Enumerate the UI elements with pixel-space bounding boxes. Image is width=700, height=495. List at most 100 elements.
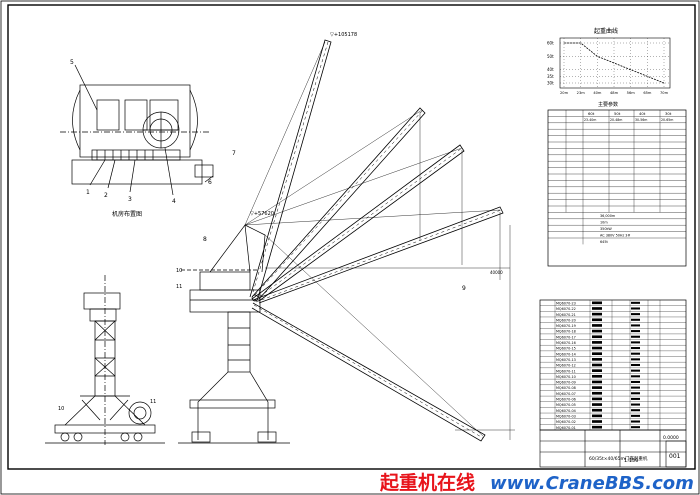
parts-code: MQ6070-19 (556, 324, 576, 328)
parts-material-glyph (631, 403, 640, 406)
parts-name-glyph (592, 346, 602, 350)
parts-code: MQ6070-10 (556, 375, 576, 379)
parts-material-glyph (631, 352, 640, 355)
plan-callout-1: 1 (86, 189, 90, 196)
tower-callout-a: 10 (58, 406, 64, 412)
inner-border (7, 4, 696, 470)
load-chart-y-tick: 40t (547, 67, 554, 72)
parts-material-glyph (631, 369, 640, 372)
parts-code: MQ6070-06 (556, 398, 576, 402)
boom-1 (249, 39, 332, 299)
parts-code: MQ6070-20 (556, 318, 576, 322)
spec-extra-value: 10m (600, 221, 608, 225)
parts-code: MQ6070-02 (556, 420, 576, 424)
parts-code: MQ6070-13 (556, 358, 576, 362)
machine-room-plan (60, 64, 214, 196)
parts-material-glyph (631, 358, 640, 361)
spec-extra-value: 350kW (600, 227, 612, 231)
parts-code: MQ6070-01 (556, 426, 576, 430)
load-chart-x-tick: 23m (577, 91, 586, 95)
parts-material-glyph (631, 375, 640, 378)
spec-cell: 20-48m (610, 118, 622, 122)
parts-material-glyph (631, 301, 640, 304)
portal-label-10: 10 (176, 268, 182, 274)
parts-name-glyph (592, 318, 602, 322)
parts-name-glyph (592, 324, 602, 327)
load-chart-x-tick: 56m (627, 91, 636, 95)
portal-label-11: 11 (176, 284, 182, 290)
parts-name-glyph (592, 307, 602, 310)
spec-cell: 20-65m (661, 118, 673, 122)
parts-code: MQ6070-08 (556, 386, 576, 390)
plan-callout-6: 6 (208, 179, 212, 186)
watermark-url: www.CraneBBS.com (490, 473, 694, 494)
spec-extra-value: 645t (600, 240, 608, 244)
boom-label-a: 9 (462, 285, 466, 292)
parts-name-glyph (592, 397, 602, 401)
parts-material-glyph (631, 363, 640, 367)
parts-code: MQ6070-23 (556, 301, 576, 305)
parts-name-glyph (592, 408, 602, 412)
parts-code: MQ6070-12 (556, 364, 576, 368)
parts-name-glyph (592, 414, 602, 418)
spec-col-header: 60t (588, 111, 595, 116)
boom-positions (244, 39, 515, 442)
sheet-number: 001 (669, 453, 681, 460)
parts-material-glyph (631, 347, 640, 350)
plan-callout-4: 4 (172, 198, 176, 205)
radius-mark: 40000 (490, 270, 503, 275)
parts-name-glyph (592, 312, 602, 316)
load-chart-y-tick: 60t (547, 41, 554, 46)
spec-col-header: 40t (639, 111, 646, 116)
plan-caption: 机房布置图 (112, 210, 142, 218)
parts-name-glyph (592, 425, 602, 429)
watermark-cn: 起重机在线 (379, 471, 475, 494)
parts-code: MQ6070-22 (556, 307, 576, 311)
load-chart-x-tick: 65m (643, 91, 652, 95)
boom-4 (252, 206, 504, 304)
load-chart-y-tick: 50t (547, 54, 554, 59)
parts-material-glyph (631, 318, 640, 321)
boom-2 (251, 107, 426, 300)
parts-material-glyph (631, 409, 640, 412)
spec-col-header: 30t (665, 111, 672, 116)
plan-callout-5: 5 (70, 59, 74, 66)
parts-material-glyph (631, 414, 640, 417)
boom-5 (251, 302, 486, 442)
drawing-title: 60/35t×40/65m门座起重机 (589, 455, 648, 462)
parts-code: MQ6070-15 (556, 347, 576, 351)
title-block (539, 429, 687, 468)
spec-col-header: 50t (614, 111, 621, 116)
parts-name-glyph (592, 352, 602, 356)
load-chart-title: 起重曲线 (594, 27, 618, 35)
parts-name-glyph (592, 301, 602, 305)
parts-material-glyph (631, 386, 640, 389)
parts-code: MQ6070-16 (556, 341, 576, 345)
parts-code: MQ6070-11 (556, 369, 576, 373)
load-chart-x-tick: 70m (660, 91, 669, 95)
parts-material-glyph (631, 330, 640, 333)
callout-8: 8 (203, 236, 207, 243)
plan-callout-3: 3 (128, 196, 132, 203)
load-curve (564, 42, 665, 84)
parts-material-glyph (631, 324, 640, 327)
callout-7: 7 (232, 150, 236, 157)
spec-extra-value: 36,000m (600, 214, 616, 218)
parts-name-glyph (592, 335, 602, 339)
load-chart-x-tick: 48m (610, 91, 619, 95)
parts-material-glyph (631, 420, 640, 423)
drawing-number: 0.0000 (663, 435, 679, 441)
parts-name-glyph (592, 391, 602, 395)
parts-material-glyph (631, 341, 640, 344)
parts-name-glyph (592, 374, 602, 378)
parts-material-glyph (631, 313, 640, 316)
parts-list: MQ6070-23MQ6070-22MQ6070-21MQ6070-20MQ60… (539, 299, 687, 431)
parts-material-glyph (631, 335, 640, 338)
spec-cell: 23-40m (584, 118, 596, 122)
parts-name-glyph (592, 403, 602, 406)
boom-3 (251, 144, 465, 302)
drawing-scale: 1:150 (624, 458, 638, 464)
elevation-top: ▽+105178 (330, 32, 357, 38)
